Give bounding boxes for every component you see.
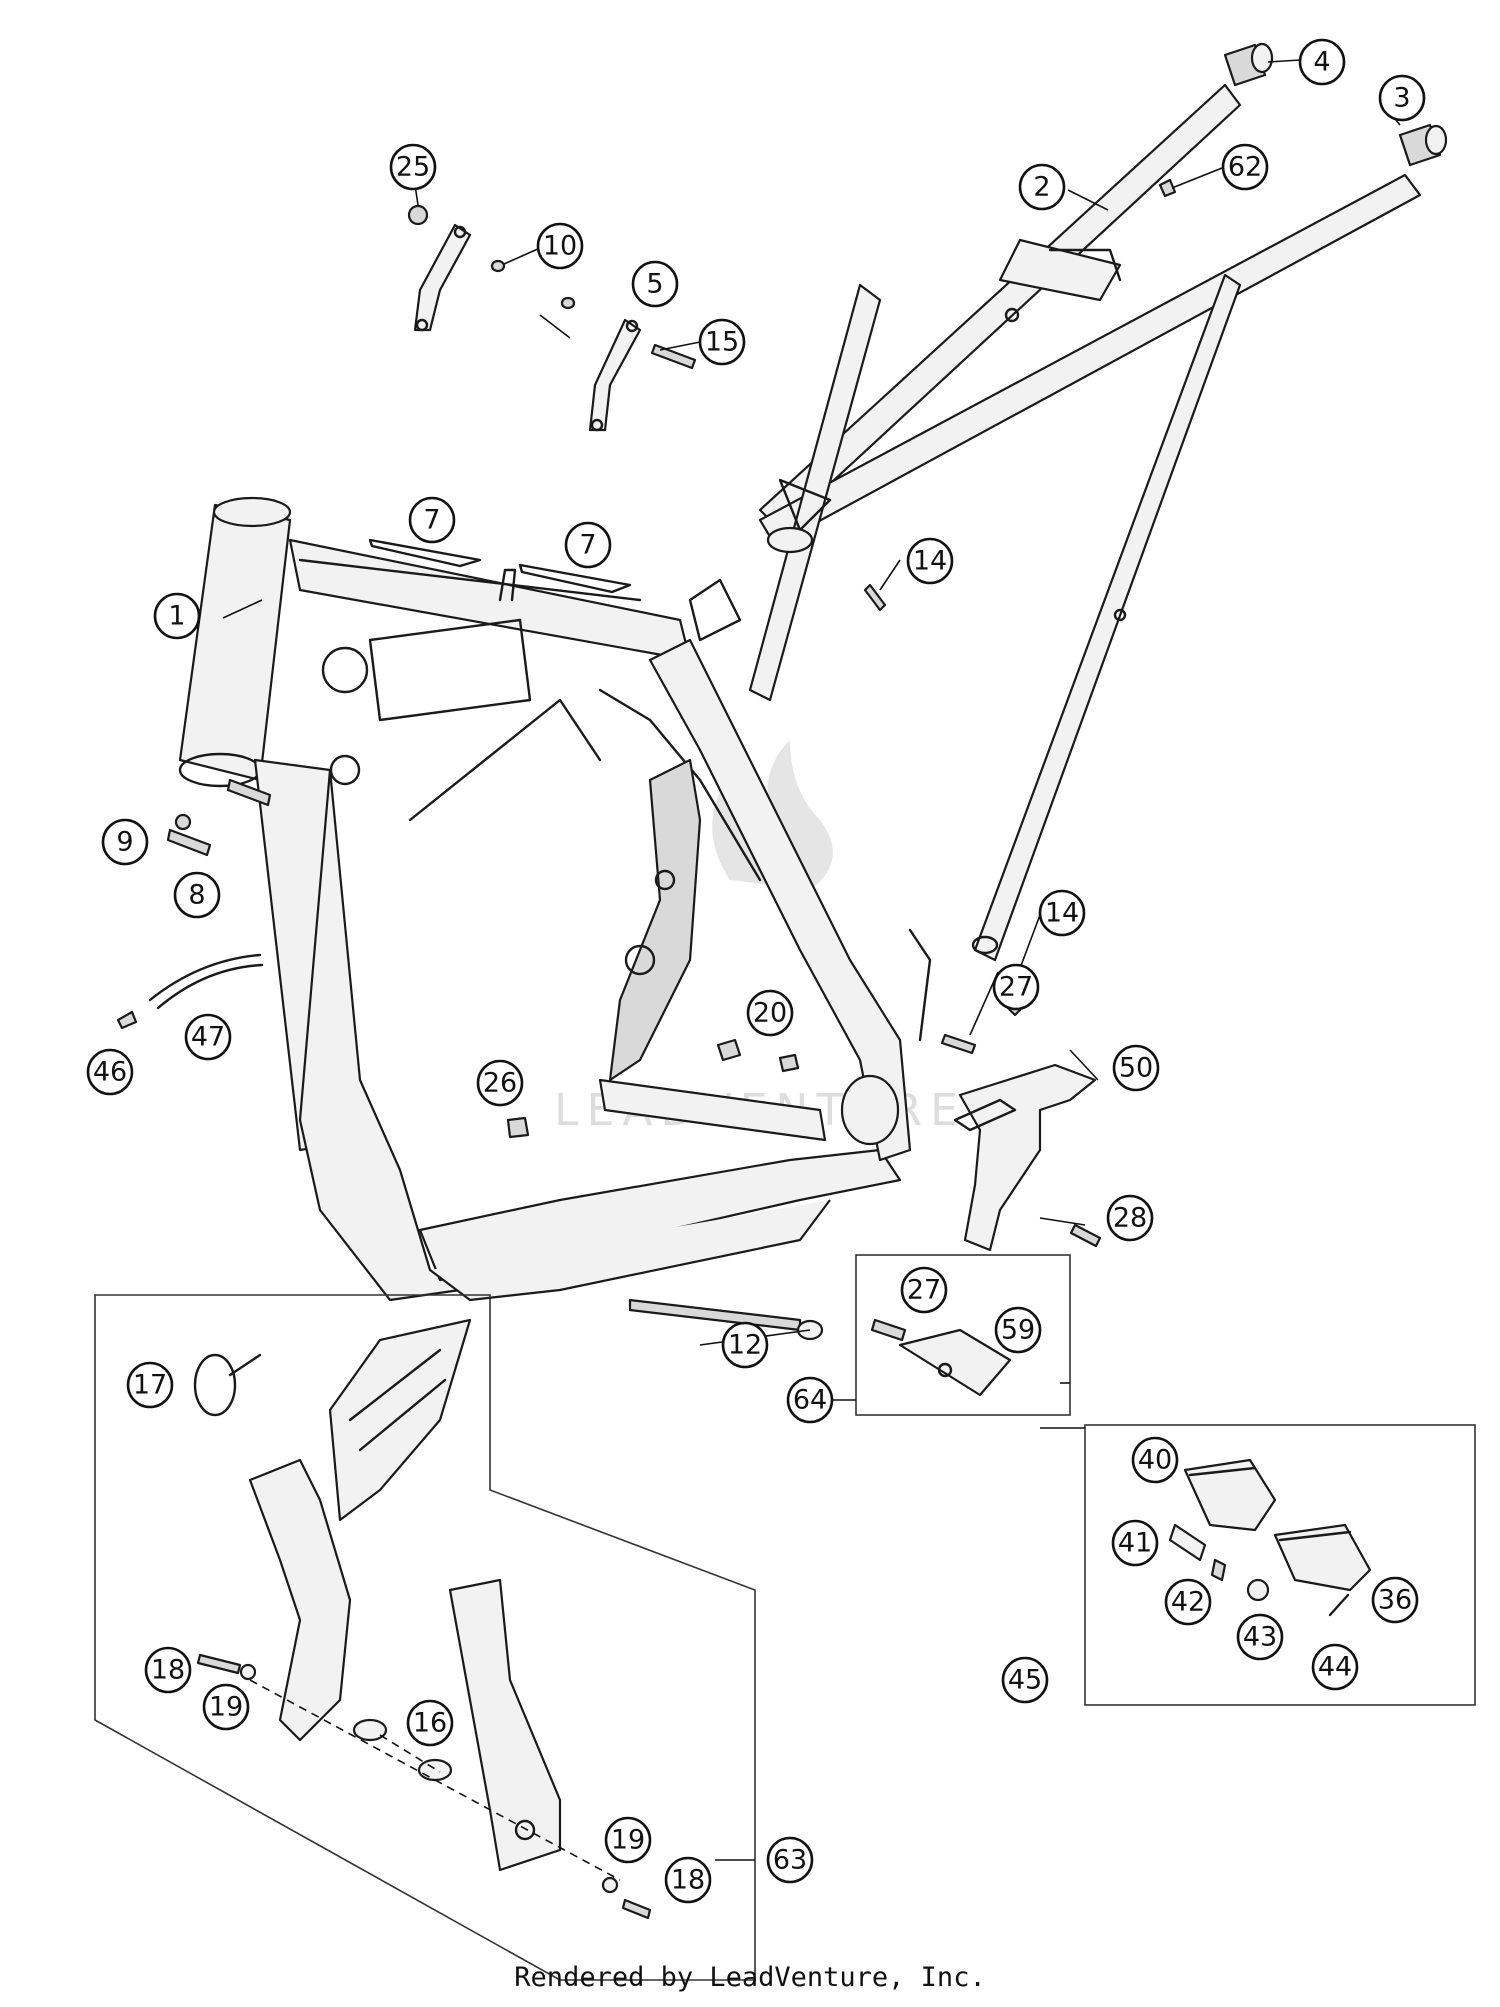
svg-text:3: 3: [1393, 83, 1410, 114]
callout-8: 8: [173, 871, 221, 919]
callout-14a: 14: [906, 537, 954, 585]
svg-text:16: 16: [413, 1708, 447, 1739]
callout-18a: 18: [144, 1646, 192, 1694]
callout-19b: 19: [604, 1816, 652, 1864]
footrest-bracket: [940, 1033, 1102, 1252]
svg-text:5: 5: [646, 269, 663, 300]
svg-text:50: 50: [1119, 1053, 1153, 1084]
render-credit: Rendered by LeadVenture, Inc.: [514, 1962, 986, 1993]
callout-47: 47: [184, 1013, 232, 1061]
callout-62: 62: [1221, 143, 1269, 191]
svg-text:7: 7: [579, 530, 596, 561]
callout-17: 17: [126, 1361, 174, 1409]
frame-guard-group: [94, 1294, 756, 1981]
callout-28: 28: [1106, 1194, 1154, 1242]
callout-25: 25: [389, 143, 437, 191]
svg-text:7: 7: [423, 505, 440, 536]
callout-36: 36: [1371, 1576, 1419, 1624]
callout-41: 41: [1111, 1519, 1159, 1567]
callout-16: 16: [406, 1699, 454, 1747]
callout-18b: 18: [664, 1856, 712, 1904]
svg-text:43: 43: [1243, 1622, 1277, 1653]
callout-26: 26: [476, 1059, 524, 1107]
main-frame: [178, 496, 932, 1302]
svg-text:4: 4: [1313, 47, 1330, 78]
callout-63: 63: [766, 1836, 814, 1884]
svg-text:26: 26: [483, 1068, 517, 1099]
callout-12: 12: [721, 1321, 769, 1369]
svg-text:10: 10: [543, 231, 577, 262]
callout-1: 1: [153, 592, 201, 640]
svg-text:42: 42: [1171, 1587, 1205, 1618]
callout-64: 64: [786, 1376, 834, 1424]
subframe-end-caps: [1158, 42, 1448, 198]
svg-text:1: 1: [168, 601, 185, 632]
callout-10: 10: [536, 222, 584, 270]
svg-text:64: 64: [793, 1385, 827, 1416]
svg-text:27: 27: [907, 1275, 941, 1306]
callout-45: 45: [1001, 1656, 1049, 1704]
callout-46: 46: [86, 1048, 134, 1096]
callout-43: 43: [1236, 1613, 1284, 1661]
svg-text:40: 40: [1138, 1445, 1172, 1476]
svg-text:27: 27: [999, 972, 1033, 1003]
svg-text:45: 45: [1008, 1665, 1042, 1696]
frame-decals: [368, 538, 632, 594]
svg-text:12: 12: [728, 1330, 762, 1361]
svg-text:62: 62: [1228, 152, 1262, 183]
callout-50: 50: [1112, 1044, 1160, 1092]
svg-text:18: 18: [671, 1865, 705, 1896]
rear-subframe: [748, 83, 1422, 962]
svg-text:2: 2: [1033, 172, 1050, 203]
svg-text:17: 17: [133, 1370, 167, 1401]
svg-text:18: 18: [151, 1655, 185, 1686]
callout-2: 2: [1018, 163, 1066, 211]
callout-15: 15: [698, 318, 746, 366]
callout-59: 59: [994, 1306, 1042, 1354]
svg-text:9: 9: [116, 827, 133, 858]
svg-text:47: 47: [191, 1022, 225, 1053]
callout-7b: 7: [564, 521, 612, 569]
svg-text:8: 8: [188, 880, 205, 911]
engine-brackets: [407, 204, 697, 432]
svg-text:63: 63: [773, 1845, 807, 1876]
callout-4: 4: [1298, 38, 1346, 86]
svg-text:28: 28: [1113, 1203, 1147, 1234]
svg-text:25: 25: [396, 152, 430, 183]
footrest-group: [1084, 1424, 1476, 1706]
svg-text:19: 19: [611, 1825, 645, 1856]
callout-27b: 27: [900, 1266, 948, 1314]
chain-slider-group: [855, 1254, 1071, 1416]
svg-text:46: 46: [93, 1057, 127, 1088]
head-tube-bolt: [166, 778, 272, 857]
svg-text:20: 20: [753, 998, 787, 1029]
callout-27a: 27: [992, 963, 1040, 1011]
callout-3: 3: [1378, 74, 1426, 122]
frame-hardware: [506, 1038, 824, 1341]
callout-9: 9: [101, 818, 149, 866]
svg-text:14: 14: [913, 546, 947, 577]
callout-7a: 7: [408, 496, 456, 544]
callout-40: 40: [1131, 1436, 1179, 1484]
svg-text:59: 59: [1001, 1315, 1035, 1346]
callout-14b: 14: [1038, 889, 1086, 937]
svg-text:41: 41: [1118, 1528, 1152, 1559]
svg-text:14: 14: [1045, 898, 1079, 929]
callout-19a: 19: [202, 1683, 250, 1731]
svg-text:15: 15: [705, 327, 739, 358]
vent-hose: [116, 953, 264, 1030]
callout-20: 20: [746, 989, 794, 1037]
callout-42: 42: [1164, 1578, 1212, 1626]
callout-44: 44: [1311, 1643, 1359, 1691]
svg-text:19: 19: [209, 1692, 243, 1723]
svg-text:44: 44: [1318, 1652, 1352, 1683]
svg-text:36: 36: [1378, 1585, 1412, 1616]
callout-5: 5: [631, 260, 679, 308]
